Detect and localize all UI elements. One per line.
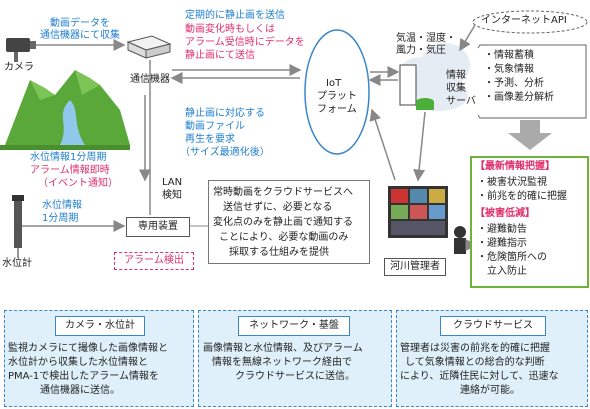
panel-camera-body-1: 監視カメラにて撮像した画像情報と [8, 343, 168, 354]
callout-line-4: ことにより、必要な動画のみ [219, 232, 349, 243]
server-fn-4: ・画像差分解析 [484, 92, 554, 103]
video-request-2: 動画ファイル [185, 121, 245, 132]
video-request-1: 静止画に対応する [185, 108, 265, 119]
panel-network-body-1: 画像情報と水位情報、及びアラーム [203, 343, 363, 354]
info-title-1: 【最新情報把握】 [475, 161, 555, 172]
comm-device-label: 通信機器 [130, 74, 170, 85]
info-item-4: ・避難指示 [477, 238, 527, 249]
top-note-blue: 定期的に静止画を送信 [185, 10, 285, 21]
server-label-1: 情報 [446, 70, 466, 81]
weather-note-2: 風力・気圧 [396, 45, 446, 56]
weather-note-1: 気温・湿度・ [396, 33, 456, 44]
river-manager-label: 河川管理者 [384, 258, 446, 276]
info-item-6: 立入防止 [477, 266, 527, 277]
water-1min-blue: 水位情報1分周期 [30, 152, 107, 163]
video-request-3: 再生を要求 [185, 134, 235, 145]
alarm-immediate-2: （イベント通知） [38, 178, 118, 189]
panel-cloud-body-3: により、近隣住民に対して、迅速な [400, 371, 559, 382]
comm-device-icon [126, 35, 172, 59]
video-note-2: 通信機器にて収集 [40, 30, 120, 41]
callout-line-1: 常時動画をクラウドサービスへ [213, 187, 353, 198]
panel-camera-title: カメラ・水位計 [55, 316, 145, 336]
info-item-3: ・避難勧告 [477, 224, 527, 235]
panel-camera-body-3: PMA-1で検出したアラーム情報を [8, 371, 159, 382]
server-fn-1: ・情報蓄積 [484, 50, 534, 61]
callout-line-2: 送信せずに、必要となる [223, 202, 333, 213]
camera-icon [6, 38, 36, 62]
panel-camera-body-2: 水位計から収集した水位情報と [8, 357, 148, 368]
panel-cloud-body-4: 連絡が可能。 [460, 385, 520, 396]
center-callout: 常時動画をクラウドサービスへ 送信せずに、必要となる 変化点のみを静止画で通知す… [208, 180, 370, 264]
server-fn-2: ・気象情報 [484, 64, 534, 75]
server-label-3: サーバ [446, 96, 476, 107]
internet-api-label: インターネットAPI [481, 15, 567, 26]
mountain-river-illustration [0, 70, 130, 150]
server-icon [399, 64, 434, 110]
panel-network-body-2: 情報を無線ネットワーク経由で [212, 357, 352, 368]
dedicated-device-box: 専用装置 [126, 217, 190, 237]
info-box: 【最新情報把握】 ・被害状況監視 ・前兆を的確に把握 【被害低減】 ・避難勧告 … [470, 156, 589, 288]
info-item-5: ・危険箇所への [477, 252, 547, 263]
water-gauge-icon [12, 195, 24, 258]
iot-label-2: プラット [317, 91, 357, 102]
server-fn-3: ・予測、分析 [484, 78, 544, 89]
panel-camera [4, 310, 194, 407]
camera-label: カメラ [4, 62, 34, 73]
top-note-red-1: 動画変化時もしくは [185, 24, 275, 35]
info-item-1: ・被害状況監視 [477, 177, 547, 188]
panel-cloud-body-2: して気象情報との総合的な判断 [405, 357, 545, 368]
callout-line-5: 採取する仕組みを提供 [229, 247, 329, 258]
info-item-2: ・前兆を的確に把握 [477, 191, 567, 202]
panel-camera-body-4: 通信機器に送信。 [40, 385, 120, 396]
water-sensor-2: 1分周期 [42, 213, 79, 224]
top-note-red-3: 静止画にて送信 [185, 50, 255, 61]
panel-cloud-body-1: 管理者は災害の前兆を的確に把握 [400, 343, 550, 354]
panel-cloud-title: クラウドサービス [440, 316, 546, 336]
panel-network-body-3: クラウドサービスに送信。 [235, 371, 355, 382]
info-title-2: 【被害低減】 [475, 208, 535, 219]
alarm-immediate-1: アラーム情報即時 [30, 165, 110, 176]
lan-detect-1: LAN [162, 177, 183, 188]
callout-line-3: 変化点のみを静止画で通知する [213, 217, 353, 228]
server-label-2: 収集 [446, 83, 466, 94]
video-request-4: （サイズ最適化後） [180, 147, 270, 158]
water-sensor-1: 水位情報 [42, 200, 82, 211]
water-gauge-label: 水位計 [2, 258, 32, 269]
monitor-wall-icon [388, 186, 466, 254]
video-note-1: 動画データを [50, 18, 110, 29]
iot-label-3: フォーム [317, 104, 357, 115]
iot-label-1: IoT [326, 78, 342, 89]
top-note-red-2: アラーム受信時にデータを [185, 37, 305, 48]
alarm-detect-box: アラーム検出 [114, 252, 194, 270]
panel-network-title: ネットワーク・基盤 [238, 316, 350, 336]
lan-detect-2: 検知 [162, 190, 182, 201]
